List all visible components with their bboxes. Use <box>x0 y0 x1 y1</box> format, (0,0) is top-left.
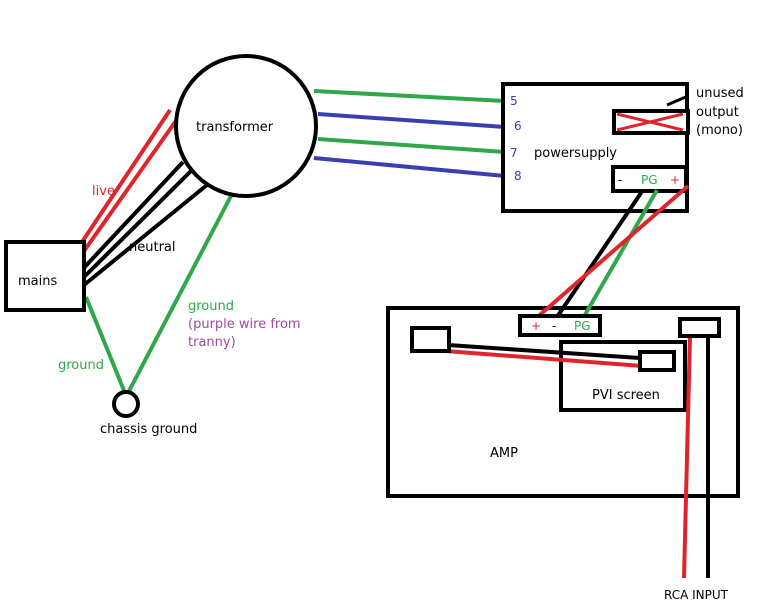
wire-pin-7 <box>317 137 506 154</box>
green-pg-wire <box>580 189 659 321</box>
unused-pointer <box>666 94 689 107</box>
pin-6-label: 6 <box>514 119 522 133</box>
live-wire-b <box>82 116 180 253</box>
output-label: output <box>696 105 739 120</box>
mono-label: (mono) <box>696 123 743 138</box>
pvi-screen-label: PVI screen <box>592 388 660 403</box>
rca-wire-red <box>682 335 692 579</box>
chassis-ground-label: chassis ground <box>100 422 197 437</box>
pin-5-label: 5 <box>510 94 518 108</box>
red-dc-wire <box>532 184 690 322</box>
neutral-wire-c <box>82 174 220 287</box>
mains-label: mains <box>18 274 57 289</box>
neutral-wire-b <box>80 168 194 281</box>
ground-note-line-1: (purple wire from <box>188 317 301 332</box>
ps-output-connector <box>611 165 688 193</box>
ps-pg-label: PG <box>641 173 658 187</box>
unused-cross-b <box>616 112 684 132</box>
transformer <box>174 54 318 198</box>
black-dc-wire <box>553 188 645 322</box>
ground-wires <box>84 193 234 394</box>
ps-minus-label: - <box>618 173 622 187</box>
amp-power-connector <box>518 314 602 337</box>
ground-note-line-2: tranny) <box>188 335 236 350</box>
ps-plus-label: + <box>670 173 680 187</box>
mains-box <box>4 240 86 312</box>
live-label: live <box>92 184 115 199</box>
ground-wire-transformer <box>126 193 234 394</box>
pin-8-label: 8 <box>514 169 522 183</box>
amp-minus-label: - <box>552 319 556 333</box>
powersupply-box <box>501 82 689 213</box>
amp-internal-red <box>431 348 643 368</box>
powersupply-label: powersupply <box>534 146 617 161</box>
amp-internal-black <box>447 343 641 360</box>
amp-pg-label: PG <box>574 319 591 333</box>
ps-to-amp-wires <box>532 184 690 322</box>
rca-input-label: RCA INPUT <box>664 588 729 602</box>
live-wire-a <box>78 108 172 247</box>
transformer-label: transformer <box>196 120 274 135</box>
ground-label-left: ground <box>58 358 104 373</box>
wire-pin-8 <box>313 156 506 178</box>
amp-plus-label: + <box>531 319 541 333</box>
wire-pin-5 <box>313 89 506 103</box>
neutral-label: neutral <box>129 240 176 255</box>
amp-left-connector <box>410 326 451 353</box>
wire-pin-6 <box>317 112 506 129</box>
amp-label: AMP <box>490 446 518 461</box>
secondary-wires <box>313 89 506 178</box>
pin-7-label: 7 <box>510 146 518 160</box>
neutral-wire-a <box>78 160 185 274</box>
ground-label-right: ground <box>188 299 234 314</box>
chassis-ground-terminal <box>112 390 140 418</box>
unused-label: unused <box>696 86 744 101</box>
ground-wire-mains <box>84 296 127 394</box>
primary-wires <box>78 108 220 287</box>
rca-connector <box>678 317 721 338</box>
pvi-connector <box>638 350 676 372</box>
